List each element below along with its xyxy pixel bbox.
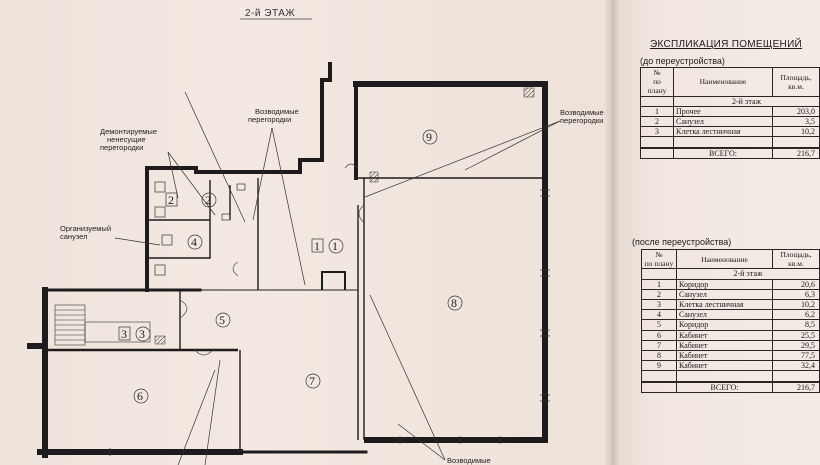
after-label: (после переустройства) bbox=[632, 237, 732, 247]
room-7: 7 bbox=[305, 373, 321, 389]
svg-text:санузел: санузел bbox=[60, 232, 87, 241]
svg-text:4: 4 bbox=[191, 235, 197, 249]
annotation-erected-top: Возводимые перегородки bbox=[248, 107, 299, 124]
before-total-row: ВСЕГО:216,7 bbox=[640, 146, 820, 159]
svg-text:5: 5 bbox=[219, 313, 225, 327]
svg-text:Возводимые: Возводимые bbox=[255, 107, 299, 116]
door-swings bbox=[179, 163, 365, 356]
room-5: 5 bbox=[215, 312, 231, 328]
svg-text:Возводимые: Возводимые bbox=[560, 108, 604, 117]
svg-text:7: 7 bbox=[309, 374, 315, 388]
svg-text:1: 1 bbox=[314, 239, 320, 253]
room-1: 1 bbox=[328, 238, 344, 254]
room-markers: 1 2 3 4 5 6 7 8 9 bbox=[133, 129, 463, 404]
page-fold bbox=[604, 0, 620, 465]
after-floor-row: 2-й этаж bbox=[641, 268, 820, 280]
shaft-hatch bbox=[369, 171, 379, 183]
after-total-row: ВСЕГО:216,7 bbox=[641, 380, 820, 393]
windows bbox=[109, 189, 550, 456]
svg-text:ненесущие: ненесущие bbox=[107, 135, 146, 144]
explication-title: ЭКСПЛИКАЦИЯ ПОМЕЩЕНИЙ bbox=[650, 39, 803, 50]
svg-text:8: 8 bbox=[451, 296, 457, 310]
svg-text:2: 2 bbox=[168, 193, 174, 207]
before-label: (до переустройства) bbox=[640, 56, 725, 66]
annotation-demolished: Демонтируемые ненесущие перегородки bbox=[100, 127, 157, 152]
floor-title: 2-й ЭТАЖ bbox=[245, 8, 295, 19]
room-8: 8 bbox=[447, 295, 463, 311]
leader-lines bbox=[114, 91, 561, 465]
inner-walls bbox=[45, 177, 545, 452]
svg-text:3: 3 bbox=[139, 327, 145, 341]
room-9: 9 bbox=[422, 129, 438, 145]
sanitary-fixtures bbox=[154, 181, 246, 276]
annotation-erected-bottom: Возводимые bbox=[447, 456, 491, 465]
old-room-tags: 1 2 3 bbox=[118, 192, 324, 341]
svg-text:2: 2 bbox=[205, 193, 211, 207]
old-tag-3: 3 bbox=[118, 326, 131, 341]
svg-text:9: 9 bbox=[426, 130, 432, 144]
room-3: 3 bbox=[135, 326, 151, 342]
room-2: 2 bbox=[201, 192, 217, 208]
svg-text:Демонтируемые: Демонтируемые bbox=[100, 127, 157, 136]
svg-text:перегородки: перегородки bbox=[560, 116, 603, 125]
annotation-erected-right: Возводимые перегородки bbox=[560, 108, 604, 125]
svg-text:перегородки: перегородки bbox=[100, 143, 143, 152]
before-floor-row: 2-й этаж bbox=[640, 95, 820, 107]
staircase bbox=[54, 304, 166, 346]
room-4: 4 bbox=[187, 234, 203, 250]
old-tag-1: 1 bbox=[311, 238, 324, 253]
svg-text:Организуемый: Организуемый bbox=[60, 224, 111, 233]
svg-text:6: 6 bbox=[137, 389, 143, 403]
room-6: 6 bbox=[133, 388, 149, 404]
floor-plan: 2-й ЭТАЖ bbox=[27, 8, 604, 465]
column-hatch bbox=[523, 87, 535, 98]
svg-text:1: 1 bbox=[332, 239, 338, 253]
svg-text:3: 3 bbox=[121, 327, 127, 341]
svg-text:перегородки: перегородки bbox=[248, 115, 291, 124]
old-tag-2: 2 bbox=[165, 192, 178, 207]
annotation-organized: Организуемый санузел bbox=[60, 224, 111, 241]
plan-sheet bbox=[0, 0, 612, 465]
